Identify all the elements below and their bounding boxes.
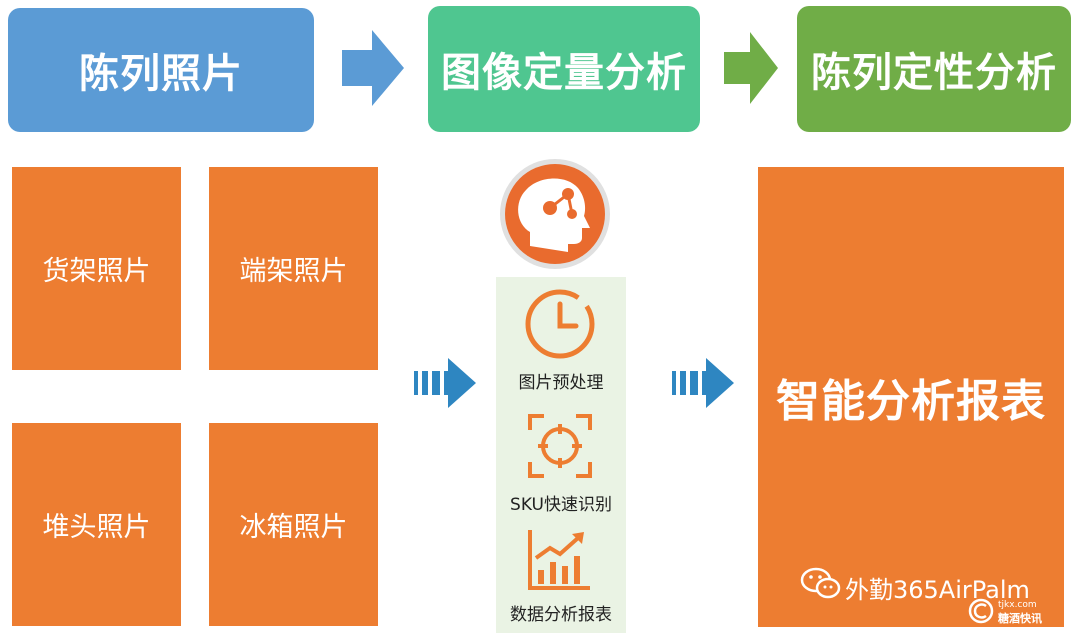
- right-arrow-icon: [342, 30, 404, 106]
- smart-report-box: 智能分析报表: [758, 167, 1064, 627]
- step-preprocess-label: 图片预处理: [518, 373, 604, 393]
- target-scan-icon: [528, 414, 592, 478]
- tile-fridge-photo-label: 冰箱照片: [239, 512, 348, 543]
- tile-stack-photo-label: 堆头照片: [42, 512, 151, 543]
- smart-report-label: 智能分析报表: [776, 376, 1046, 427]
- header-step-photos-label: 陈列照片: [79, 51, 243, 97]
- ai-head-icon: [500, 159, 610, 269]
- tjkx-logo: [968, 598, 994, 624]
- striped-right-arrow-icon: [414, 358, 476, 408]
- growth-chart-icon: [528, 530, 590, 590]
- striped-right-arrow-icon: [672, 358, 734, 408]
- wechat-icon: [800, 567, 841, 599]
- right-arrow-icon: [724, 32, 778, 104]
- tile-shelf-photo: 货架照片: [12, 167, 181, 370]
- tile-endcap-photo-label: 端架照片: [239, 256, 348, 287]
- watermark-text: 外勤365AirPalm: [845, 576, 1030, 604]
- process-panel: [496, 277, 626, 633]
- tile-stack-photo: 堆头照片: [12, 423, 181, 626]
- header-step-qualitative: 陈列定性分析: [797, 6, 1071, 132]
- step-data-report-label: 数据分析报表: [510, 605, 612, 625]
- header-step-photos: 陈列照片: [8, 8, 314, 132]
- watermark-site-url: tjkx.com: [998, 600, 1037, 610]
- watermark-site: tjkx.com 糖酒快讯: [998, 600, 1042, 626]
- watermark-site-brand: 糖酒快讯: [998, 612, 1042, 625]
- step-sku-label: SKU快速识别: [510, 495, 612, 515]
- header-step-qualitative-label: 陈列定性分析: [811, 50, 1057, 96]
- tile-fridge-photo: 冰箱照片: [209, 423, 378, 626]
- header-step-quantitative: 图像定量分析: [428, 6, 700, 132]
- clock-icon: [525, 289, 595, 359]
- tile-shelf-photo-label: 货架照片: [42, 256, 151, 287]
- header-step-quantitative-label: 图像定量分析: [441, 50, 687, 96]
- tile-endcap-photo: 端架照片: [209, 167, 378, 370]
